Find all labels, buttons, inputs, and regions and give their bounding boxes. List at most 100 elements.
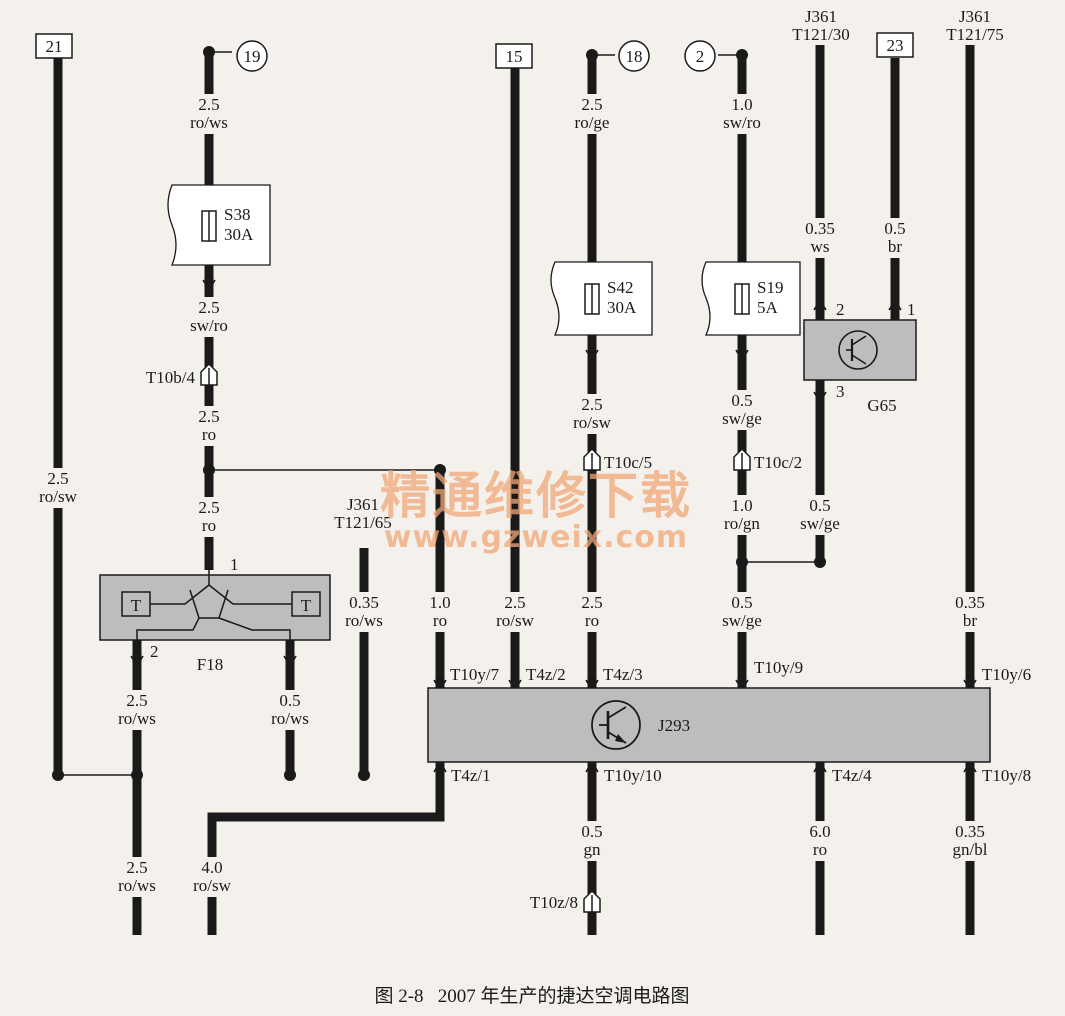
- wire-size: 1.0: [731, 95, 752, 114]
- wire-color: ro/ws: [271, 709, 309, 728]
- j293-pin-t10y7: T10y/7: [450, 665, 500, 684]
- fuse-s42-rating: 30A: [607, 298, 637, 317]
- wire-size: 2.5: [504, 593, 525, 612]
- j361-pin-c: T121/65: [334, 513, 392, 532]
- wire-labels: 2.5 ro/ws 2.5 sw/ro 2.5 ro 2.5 ro 2.5 ro…: [34, 94, 994, 897]
- wire-color: ro/ge: [575, 113, 610, 132]
- wire-size: 0.5: [809, 496, 830, 515]
- wire-size: 2.5: [47, 469, 68, 488]
- terminal-boxes: 21 15 23: [35, 32, 914, 69]
- junction-dot: [586, 49, 598, 61]
- fuse-s42: S42 30A: [550, 261, 653, 336]
- wire-size: 0.35: [955, 822, 985, 841]
- terminal-2: 2: [696, 47, 705, 66]
- junction-dot: [434, 464, 446, 476]
- junction-dot: [814, 556, 826, 568]
- wire-color: gn: [584, 840, 602, 859]
- wire-color: gn/bl: [953, 840, 988, 859]
- wire-size: 2.5: [126, 858, 147, 877]
- wire-color: ro/ws: [118, 709, 156, 728]
- wire-color: ro/gn: [724, 514, 760, 533]
- junction-dot: [358, 769, 370, 781]
- junction-dot: [52, 769, 64, 781]
- g65-pin3: 3: [836, 382, 845, 401]
- wire-size: 1.0: [731, 496, 752, 515]
- plug-t10z8: T10z/8: [530, 893, 578, 912]
- plug-t10c5: T10c/5: [604, 453, 652, 472]
- g65-pin1: 1: [907, 300, 916, 319]
- j293-pin-t4z3: T4z/3: [603, 665, 643, 684]
- terminal-21: 21: [46, 37, 63, 56]
- junction-dot: [131, 769, 143, 781]
- wire-color: br: [963, 611, 978, 630]
- wire-size: 0.5: [884, 219, 905, 238]
- plug-t10b4: T10b/4: [146, 368, 196, 387]
- junction-dot: [284, 769, 296, 781]
- fuse-s19-rating: 5A: [757, 298, 779, 317]
- f18-pin1: 1: [230, 555, 239, 574]
- fuse-s38: S38 30A: [167, 184, 271, 266]
- wire-color: ro/sw: [573, 413, 612, 432]
- junction-dot: [736, 49, 748, 61]
- terminal-circles: [236, 40, 716, 72]
- junction-dot: [736, 556, 748, 568]
- wire-color: br: [888, 237, 903, 256]
- j361-name-a: J361: [805, 7, 837, 26]
- wire-size: 2.5: [581, 593, 602, 612]
- sensor-g65: [803, 319, 917, 381]
- watermark-line2: www.gzweix.com: [384, 520, 688, 555]
- plug-symbols: [200, 362, 751, 913]
- g65-pin2: 2: [836, 300, 845, 319]
- wire-size: 2.5: [126, 691, 147, 710]
- plug-t10c2: T10c/2: [754, 453, 802, 472]
- g65-label: G65: [867, 396, 896, 415]
- wire-t4z1: [207, 762, 445, 935]
- wire-color: ro/sw: [39, 487, 78, 506]
- terminal-15: 15: [506, 47, 523, 66]
- wire-size: 2.5: [198, 298, 219, 317]
- wire-color: ro: [202, 516, 216, 535]
- wire-color: ro/ws: [190, 113, 228, 132]
- j293-pin-t10y10: T10y/10: [604, 766, 662, 785]
- j361-pin-b: T121/75: [946, 25, 1004, 44]
- wire-color: ro: [585, 611, 599, 630]
- wire-size: 0.35: [349, 593, 379, 612]
- wire-color: ro/ws: [118, 876, 156, 895]
- f18-t-right: T: [301, 596, 312, 615]
- j293-pin-t4z2: T4z/2: [526, 665, 566, 684]
- f18-pin2: 2: [150, 642, 159, 661]
- module-j293: [427, 687, 991, 763]
- j361-name-c: J361: [347, 495, 379, 514]
- wire-size: 2.5: [581, 95, 602, 114]
- wire-color: ro: [202, 425, 216, 444]
- terminal-18: 18: [626, 47, 643, 66]
- wire-size: 0.5: [731, 593, 752, 612]
- wire-color: ro/sw: [193, 876, 232, 895]
- wire-size: 0.35: [805, 219, 835, 238]
- j293-pin-t4z1: T4z/1: [451, 766, 491, 785]
- wire-size: 0.5: [279, 691, 300, 710]
- wire-color: sw/ro: [723, 113, 761, 132]
- wire-size: 2.5: [198, 407, 219, 426]
- wire-color: ro/ws: [345, 611, 383, 630]
- j293-pin-t10y6: T10y/6: [982, 665, 1031, 684]
- fuse-s38-rating: 30A: [224, 225, 254, 244]
- wire-color: ws: [811, 237, 830, 256]
- wire-size: 1.0: [429, 593, 450, 612]
- wire-size: 6.0: [809, 822, 830, 841]
- junction-dot: [203, 46, 215, 58]
- wire-color: sw/ro: [190, 316, 228, 335]
- f18-label: F18: [197, 655, 223, 674]
- wire-size: 0.5: [581, 822, 602, 841]
- terminal-19: 19: [244, 47, 261, 66]
- fuse-s19-name: S19: [757, 278, 783, 297]
- wire-color: sw/ge: [722, 409, 762, 428]
- watermark-line1: 精通维修下载: [380, 467, 692, 525]
- j361-name-b: J361: [959, 7, 991, 26]
- wire-size: 0.35: [955, 593, 985, 612]
- j293-pin-t4z4: T4z/4: [832, 766, 872, 785]
- junction-dot: [203, 464, 215, 476]
- wire-size: 0.5: [731, 391, 752, 410]
- wire-size: 2.5: [198, 498, 219, 517]
